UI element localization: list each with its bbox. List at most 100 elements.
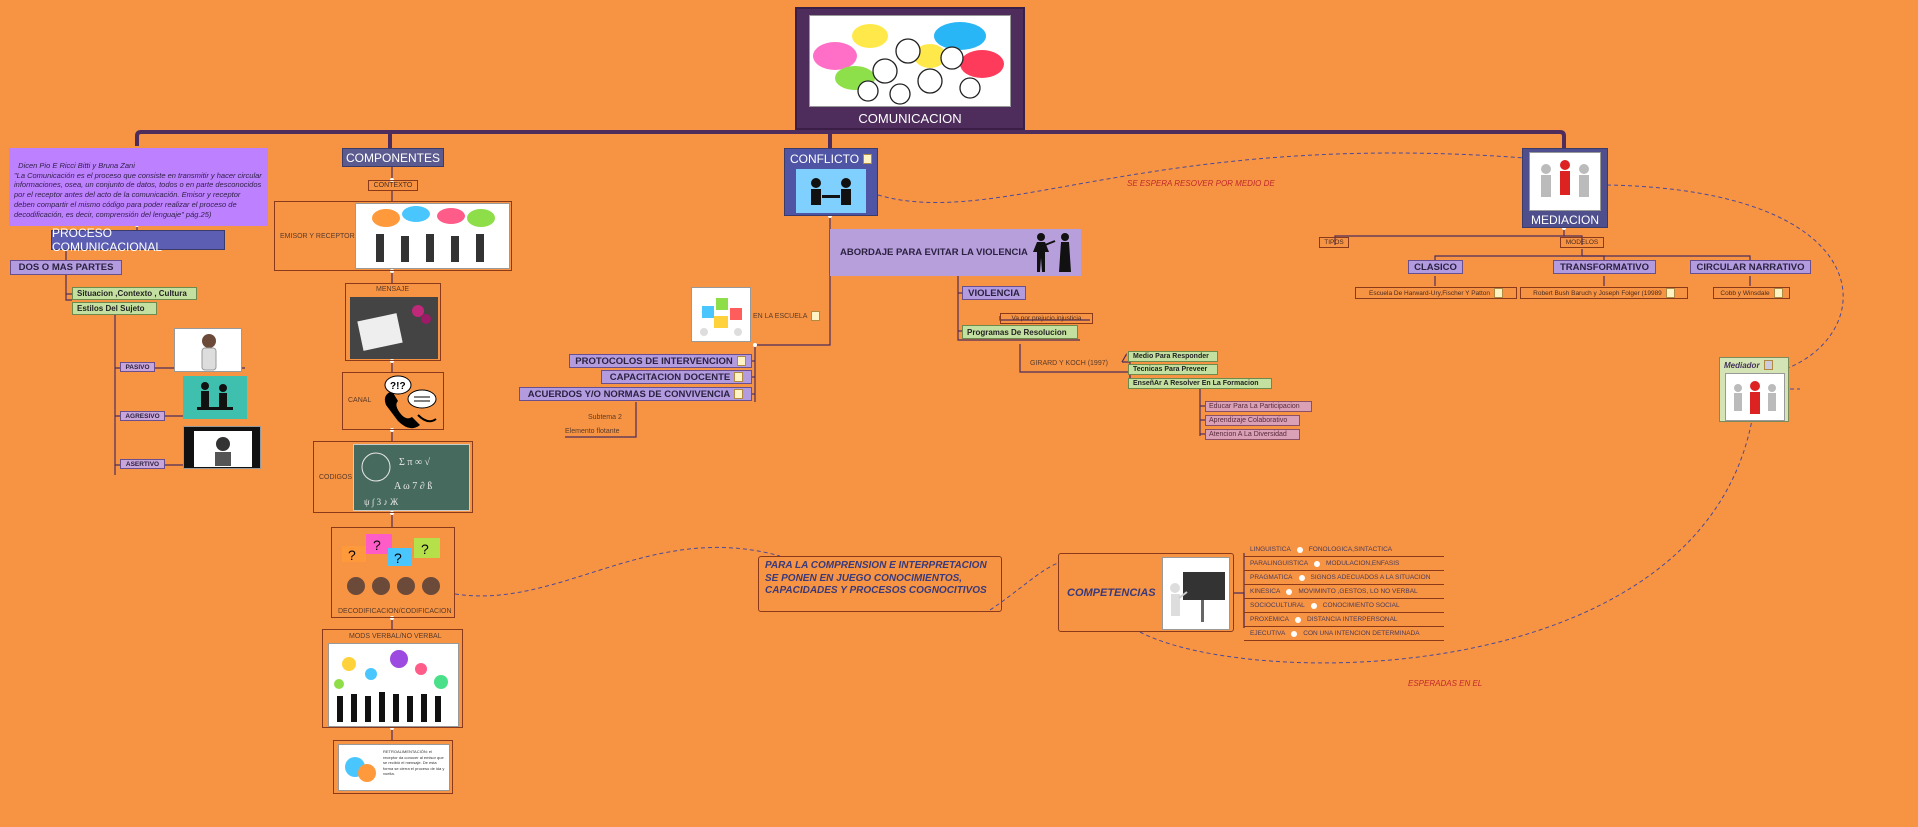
pasivo-node[interactable]: PASIVO (120, 362, 155, 372)
root-topic[interactable]: COMUNICACION (795, 7, 1025, 130)
competencia-key: PROXEMICA (1250, 616, 1290, 623)
note-icon[interactable] (734, 372, 744, 382)
mediador-node[interactable]: Mediador (1719, 357, 1789, 422)
clasico-autor-node[interactable]: Escuela De Harward-Ury,Fischer Y Patton (1355, 287, 1517, 299)
violencia-node[interactable]: VIOLENCIA (962, 286, 1026, 300)
competencia-key: KINESICA (1250, 588, 1281, 595)
agresivo-image (183, 376, 247, 419)
connector-dot-icon (1296, 546, 1303, 553)
decod-frame[interactable]: ? ? ? ? DECODIFICACION/CODIFICACION (331, 527, 455, 618)
aprendizaje-node[interactable]: Aprendizaje Colaborativo (1205, 415, 1300, 426)
capacitacion-node[interactable]: CAPACITACION DOCENTE (601, 370, 752, 384)
circ-autor-node[interactable]: Cobb y Winsdale (1713, 287, 1790, 299)
mediador-image (1725, 373, 1785, 421)
tipos-node[interactable]: TIPOS (1319, 237, 1349, 248)
transformativo-node[interactable]: TRANSFORMATIVO (1553, 260, 1656, 274)
conflicto-image (796, 169, 866, 213)
modelos-node[interactable]: MODELOS (1560, 237, 1604, 248)
abordaje-node[interactable]: ABORDAJE PARA EVITAR LA VIOLENCIA (830, 229, 1081, 276)
note-icon[interactable] (736, 356, 746, 366)
atencion-node[interactable]: Atencion A La Diversidad (1205, 429, 1300, 440)
circular-node[interactable]: CIRCULAR NARRATIVO (1690, 260, 1811, 274)
retro-frame[interactable]: RETROALIMENTACIÓN: el receptor da conoce… (333, 740, 453, 794)
medio-node[interactable]: Medio Para Responder (1128, 351, 1218, 362)
connector-dot-icon (1295, 616, 1302, 623)
chalkboard-symbols-icon: Σ π ∞ √ A ω 7 ∂ ß ψ ∫ 3 ♪ Ж (361, 452, 432, 508)
retro-text: RETROALIMENTACIÓN: el receptor da conoce… (383, 749, 445, 776)
codigos-frame[interactable]: CODIGOS Σ π ∞ √ A ω 7 ∂ ß ψ ∫ 3 ♪ Ж (313, 441, 473, 513)
asertivo-node[interactable]: ASERTIVO (120, 459, 165, 469)
proceso-topic[interactable]: PROCESO COMUNICACIONAL (51, 226, 225, 254)
competencia-row[interactable]: PROXEMICA DISTANCIA INTERPERSONAL (1244, 613, 1444, 627)
note-icon[interactable] (863, 154, 873, 164)
puzzle-people-icon (700, 298, 742, 336)
flotante-label[interactable]: Elemento flotante (565, 428, 620, 435)
transf-autor-node[interactable]: Robert Bush Baruch y Joseph Folger (1998… (1520, 287, 1688, 299)
decod-label: DECODIFICACION/CODIFICACION (338, 608, 452, 615)
svg-text:?: ? (394, 550, 402, 566)
head-feedback-icon (345, 757, 376, 782)
programas-node[interactable]: Programas De Resolucion (962, 325, 1078, 339)
girard-label[interactable]: GIRARD Y KOCH (1997) (1030, 360, 1108, 367)
decod-image: ? ? ? ? (336, 530, 451, 606)
ensenar-node[interactable]: EnseñAr A Resolver En La Formacion (1128, 378, 1272, 389)
canal-frame[interactable]: CANAL ?!? (342, 372, 444, 430)
contexto-node[interactable]: CONTEXTO (368, 180, 418, 191)
note-icon[interactable] (1773, 288, 1783, 298)
competencia-value: SIGNOS ADECUADOS A LA SITUACION (1310, 574, 1431, 581)
tecnicas-node[interactable]: Tecnicas Para Preveer (1128, 364, 1218, 375)
connector-dot-icon (1314, 560, 1321, 567)
competencias-node[interactable]: COMPETENCIAS (1058, 553, 1234, 632)
root-image (809, 15, 1011, 107)
conflicto-topic[interactable]: CONFLICTO (784, 148, 878, 216)
componentes-topic[interactable]: COMPONENTES (342, 148, 444, 167)
competencia-key: PRAGMATICA (1250, 574, 1293, 581)
question-faces-icon: ? ? ? ? (342, 534, 440, 595)
clasico-node[interactable]: CLASICO (1408, 260, 1463, 274)
comprension-node[interactable]: PARA LA COMPRENSION E INTERPRETACION SE … (758, 556, 1002, 612)
escuela-label[interactable]: EN LA ESCUELA (753, 311, 821, 321)
svg-text:A ω 7 ∂ ß: A ω 7 ∂ ß (394, 481, 432, 492)
esperadas-annotation: ESPERADAS EN EL (1408, 679, 1483, 688)
mediacion-title: MEDIACION (1530, 213, 1599, 227)
svg-text:ψ ∫ 3 ♪ Ж: ψ ∫ 3 ♪ Ж (364, 497, 399, 508)
emisor-frame[interactable]: EMISOR Y RECEPTOR (274, 201, 512, 271)
estilos-node[interactable]: Estilos Del Sujeto (72, 302, 157, 315)
mensaje-frame[interactable]: MENSAJE (345, 283, 441, 361)
partes-node[interactable]: DOS O MAS PARTES (10, 260, 122, 275)
acuerdos-node[interactable]: ACUERDOS Y/O NORMAS DE CONVIVENCIA (519, 387, 752, 401)
argument-people-icon (197, 382, 233, 410)
educar-node[interactable]: Educar Para La Participacion (1205, 401, 1312, 412)
svg-text:?!?: ?!? (390, 381, 406, 392)
competencia-row[interactable]: PRAGMATICA SIGNOS ADECUADOS A LA SITUACIO… (1244, 571, 1444, 585)
note-icon[interactable] (1665, 288, 1675, 298)
competencia-key: LINGUISTICA (1250, 546, 1291, 553)
connector-dot-icon (1310, 602, 1317, 609)
emisor-label: EMISOR Y RECEPTOR (280, 233, 355, 240)
note-icon[interactable] (1763, 360, 1773, 370)
subtema-label[interactable]: Subtema 2 (588, 414, 622, 421)
competencia-value: DISTANCIA INTERPERSONAL (1307, 616, 1398, 623)
situacion-node[interactable]: Situacion ,Contexto , Cultura (72, 287, 197, 300)
prejuicio-node[interactable]: Va por prejucio,injusticia (1000, 313, 1093, 324)
note-icon[interactable] (734, 389, 744, 399)
resolver-annotation: SE ESPERA RESOVER POR MEDIO DE (1127, 179, 1275, 188)
codigos-label: CODIGOS (319, 474, 353, 481)
note-icon[interactable] (1494, 288, 1504, 298)
note-icon[interactable] (811, 311, 821, 321)
quote-text: Dicen Pio E Ricci Bitti y Bruna Zani "La… (14, 160, 262, 219)
protocolos-node[interactable]: PROTOCOLOS DE INTERVENCION (569, 354, 752, 368)
modos-frame[interactable]: MODS VERBAL/NO VERBAL (322, 629, 463, 728)
agresivo-node[interactable]: AGRESIVO (120, 411, 165, 421)
svg-text:?: ? (348, 547, 356, 563)
quote-note[interactable]: Dicen Pio E Ricci Bitti y Bruna Zani "La… (9, 148, 268, 226)
comprension-text: PARA LA COMPRENSION E INTERPRETACION SE … (765, 560, 987, 596)
mediacion-topic[interactable]: MEDIACION (1522, 148, 1608, 228)
competencia-value: FONOLOGICA,SINTACTICA (1308, 546, 1393, 553)
competencia-row[interactable]: LINGUISTICA FONOLOGICA,SINTACTICA (1244, 543, 1444, 557)
svg-text:Σ π ∞ √: Σ π ∞ √ (399, 457, 430, 468)
